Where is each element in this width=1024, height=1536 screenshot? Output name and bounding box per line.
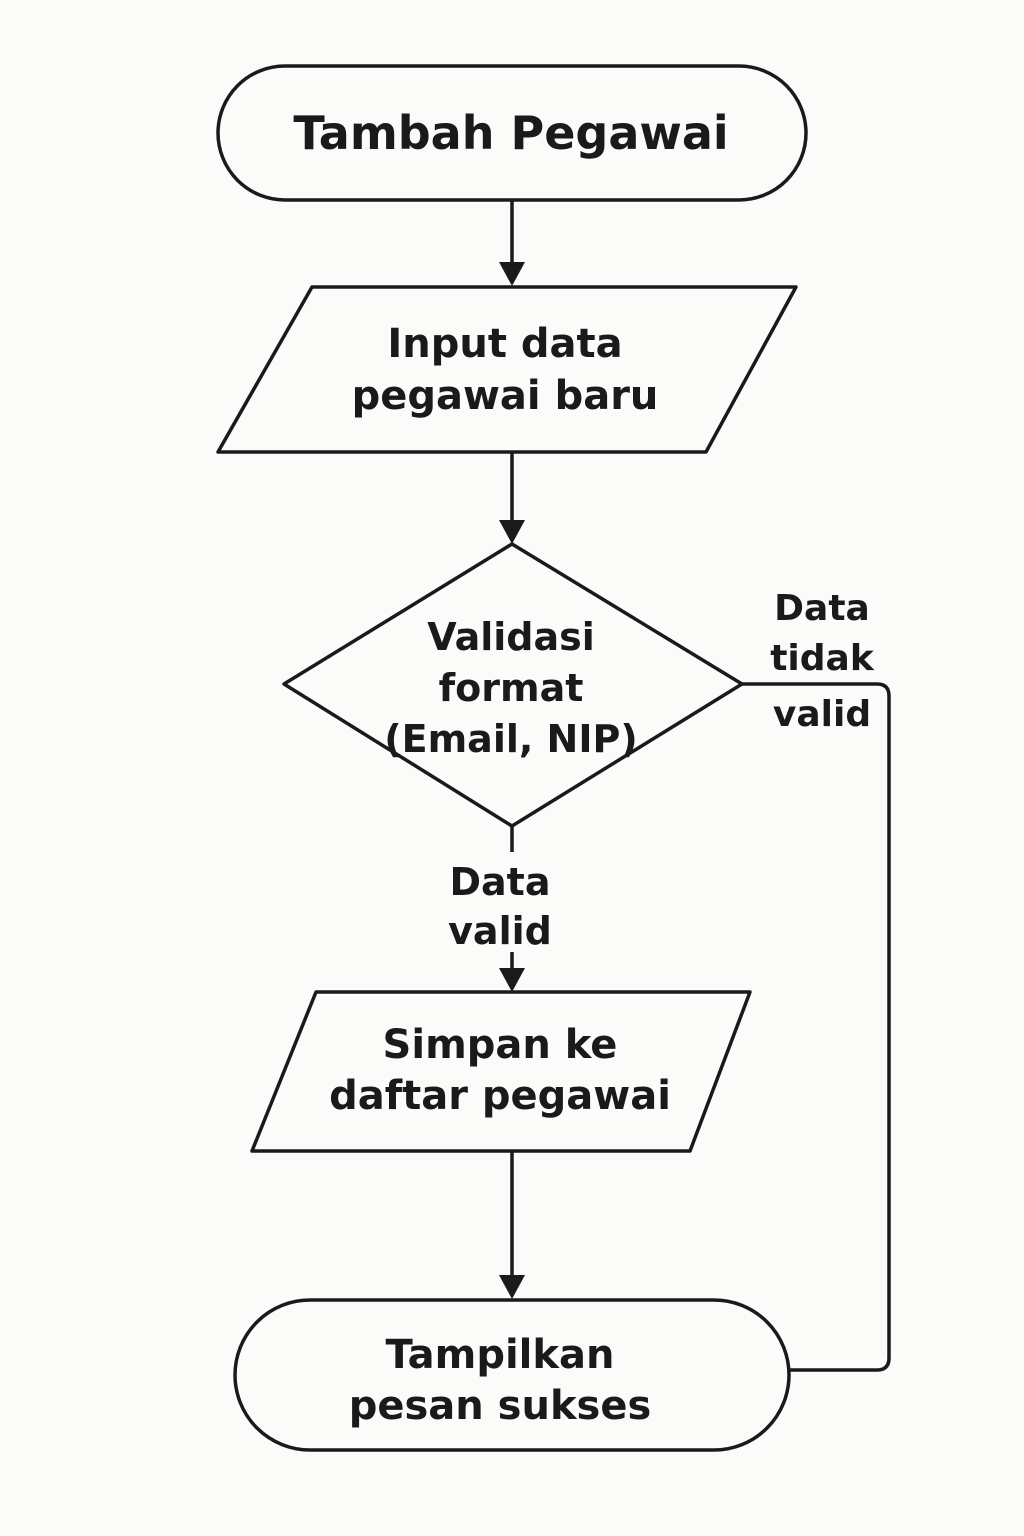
validation-decision-label: Validasi format (Email, NIP) [330,612,692,765]
input-data-node [216,285,798,454]
valid-edge-label-line-1: Data [449,860,551,904]
invalid-edge-label: Data tidak valid [752,584,892,740]
end-label-line-1: Tampilkan [385,1332,615,1378]
save-label-line-2: daftar pegawai [329,1073,671,1119]
connector-invalid-path [742,682,891,1372]
start-label: Tambah Pegawai [216,103,806,163]
start-label-line-1: Tambah Pegawai [293,106,729,160]
save-data-label: Simpan ke daftar pegawai [300,1020,700,1122]
valid-edge-label: Data valid [430,858,570,956]
input-data-label-line-1: Input data [387,321,623,367]
validation-label-line-1: Validasi [427,615,595,659]
invalid-edge-label-line-3: valid [772,694,872,735]
end-label: Tampilkan pesan sukses [240,1330,760,1432]
save-label-line-1: Simpan ke [382,1022,618,1068]
arrowhead-input-decision [499,520,525,544]
end-terminator [233,1298,791,1452]
invalid-edge-label-line-2: tidak [770,638,874,679]
arrowhead-start-input [499,262,525,286]
validation-label-line-2: format [438,666,584,710]
arrowhead-decision-save [499,968,525,992]
end-label-line-2: pesan sukses [348,1383,652,1429]
invalid-edge-label-line-1: Data [774,588,870,629]
valid-edge-label-line-2: valid [448,909,552,953]
input-data-label-line-2: pegawai baru [351,373,659,419]
input-data-label: Input data pegawai baru [250,318,760,422]
arrowhead-save-end [499,1275,525,1299]
save-data-node [250,990,752,1153]
validation-label-line-3: (Email, NIP) [384,717,638,761]
